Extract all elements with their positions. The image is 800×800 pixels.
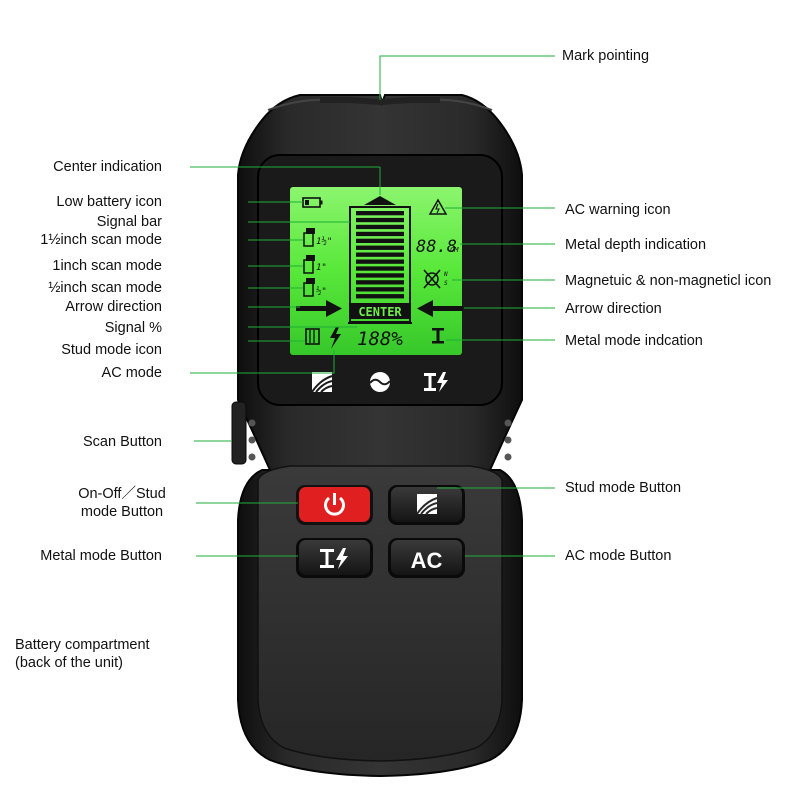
- label-battery-line2: (back of the unit): [15, 655, 123, 671]
- label-signal-bar: Signal bar: [96, 214, 162, 230]
- signal-bar-segment: [356, 211, 404, 216]
- signal-bar-segment: [356, 238, 404, 243]
- power-icon: [324, 493, 345, 516]
- stud-icon: [416, 494, 438, 515]
- lcd-screen: 1½" 1" ½" CENTER: [290, 187, 463, 355]
- label-on-off-stud-button: On-Off／Stud mode Button: [62, 485, 182, 521]
- signal-bar-segment: [356, 224, 404, 230]
- label-magnetic-icon: Magnetuic & non-magneticl icon: [565, 273, 772, 289]
- label-battery-compartment: Battery compartment (back of the unit): [15, 636, 150, 672]
- power-button[interactable]: [296, 485, 373, 525]
- signal-bar-segment: [356, 273, 404, 278]
- scan-1inch-icon: 1": [303, 255, 327, 274]
- stud-mode-button[interactable]: [388, 485, 465, 525]
- label-scan-half-inch: ½inch scan mode: [48, 280, 162, 296]
- signal-percent-value: 188%: [357, 328, 403, 350]
- center-text: CENTER: [358, 305, 402, 319]
- signal-bar-segment: [356, 280, 404, 285]
- magnetic-icon: N S: [423, 269, 448, 289]
- label-on-off-stud-line1: On-Off／Stud: [78, 486, 166, 502]
- label-ac-mode-button: AC mode Button: [565, 548, 672, 564]
- arrow-right-icon: [296, 300, 342, 317]
- label-scan-1-5inch: 1½inch scan mode: [40, 232, 162, 248]
- label-mark-pointing: Mark pointing: [562, 48, 650, 64]
- label-scan-button: Scan Button: [83, 434, 162, 450]
- signal-bar-segment: [356, 287, 404, 292]
- metal-mode-button[interactable]: [296, 538, 373, 578]
- scan-1-5inch-text: 1½": [316, 236, 332, 247]
- magnetic-s: S: [444, 280, 448, 287]
- label-stud-mode-icon: Stud mode icon: [61, 342, 162, 358]
- label-ac-mode: AC mode: [101, 365, 162, 381]
- ac-mode-lcd-icon: [330, 327, 341, 349]
- stud-mode-print-icon: [311, 372, 333, 393]
- scan-half-inch-icon: ½": [303, 278, 327, 297]
- signal-bar-segment: [356, 266, 404, 271]
- magnetic-n: N: [443, 271, 448, 278]
- center-indication-icon: [364, 196, 396, 205]
- stud-mode-lcd-icon: [305, 328, 320, 345]
- scan-half-inch-text: ½": [316, 286, 327, 297]
- label-stud-mode-button: Stud mode Button: [565, 480, 682, 496]
- label-center-indication: Center indication: [53, 159, 162, 175]
- label-arrow-direction-left: Arrow direction: [65, 299, 162, 315]
- signal-bar-segment: [356, 245, 404, 250]
- label-metal-mode-button: Metal mode Button: [40, 548, 162, 564]
- label-metal-mode: Metal mode indcation: [565, 333, 703, 349]
- metal-depth-unit: CM: [450, 246, 459, 254]
- label-scan-1inch: 1inch scan mode: [52, 258, 162, 274]
- metal-depth-value: 88.8: [416, 237, 457, 257]
- signal-bar-segment: [356, 294, 404, 299]
- ac-button-label: AC: [411, 548, 443, 573]
- signal-bar-segment: [356, 259, 404, 264]
- scan-1-5inch-icon: 1½": [303, 228, 332, 247]
- signal-bars: [356, 211, 404, 299]
- label-battery-line1: Battery compartment: [15, 637, 150, 653]
- signal-bar-segment: [356, 252, 404, 257]
- leader-lines: [190, 55, 555, 557]
- signal-bar-segment: [356, 217, 404, 223]
- label-on-off-stud-line2: mode Button: [80, 504, 164, 520]
- arrow-left-icon: [417, 300, 463, 317]
- label-metal-depth: Metal depth indication: [565, 237, 707, 253]
- label-ac-warning-icon: AC warning icon: [565, 202, 671, 218]
- scan-1inch-text: 1": [316, 263, 327, 273]
- scan-button[interactable]: [231, 401, 512, 465]
- ac-warning-icon: [428, 198, 448, 215]
- center-mode-print-icon: [369, 372, 391, 392]
- label-low-battery-icon: Low battery icon: [56, 194, 162, 210]
- label-signal-percent: Signal %: [104, 320, 162, 336]
- ac-mode-button[interactable]: AC: [388, 538, 465, 578]
- metal-mode-lcd-icon: [432, 328, 444, 344]
- label-arrow-direction-right: Arrow direction: [565, 301, 662, 317]
- metal-ac-print-icon: [424, 372, 448, 392]
- metal-ac-icon: [320, 548, 348, 569]
- signal-bar-segment: [356, 231, 404, 237]
